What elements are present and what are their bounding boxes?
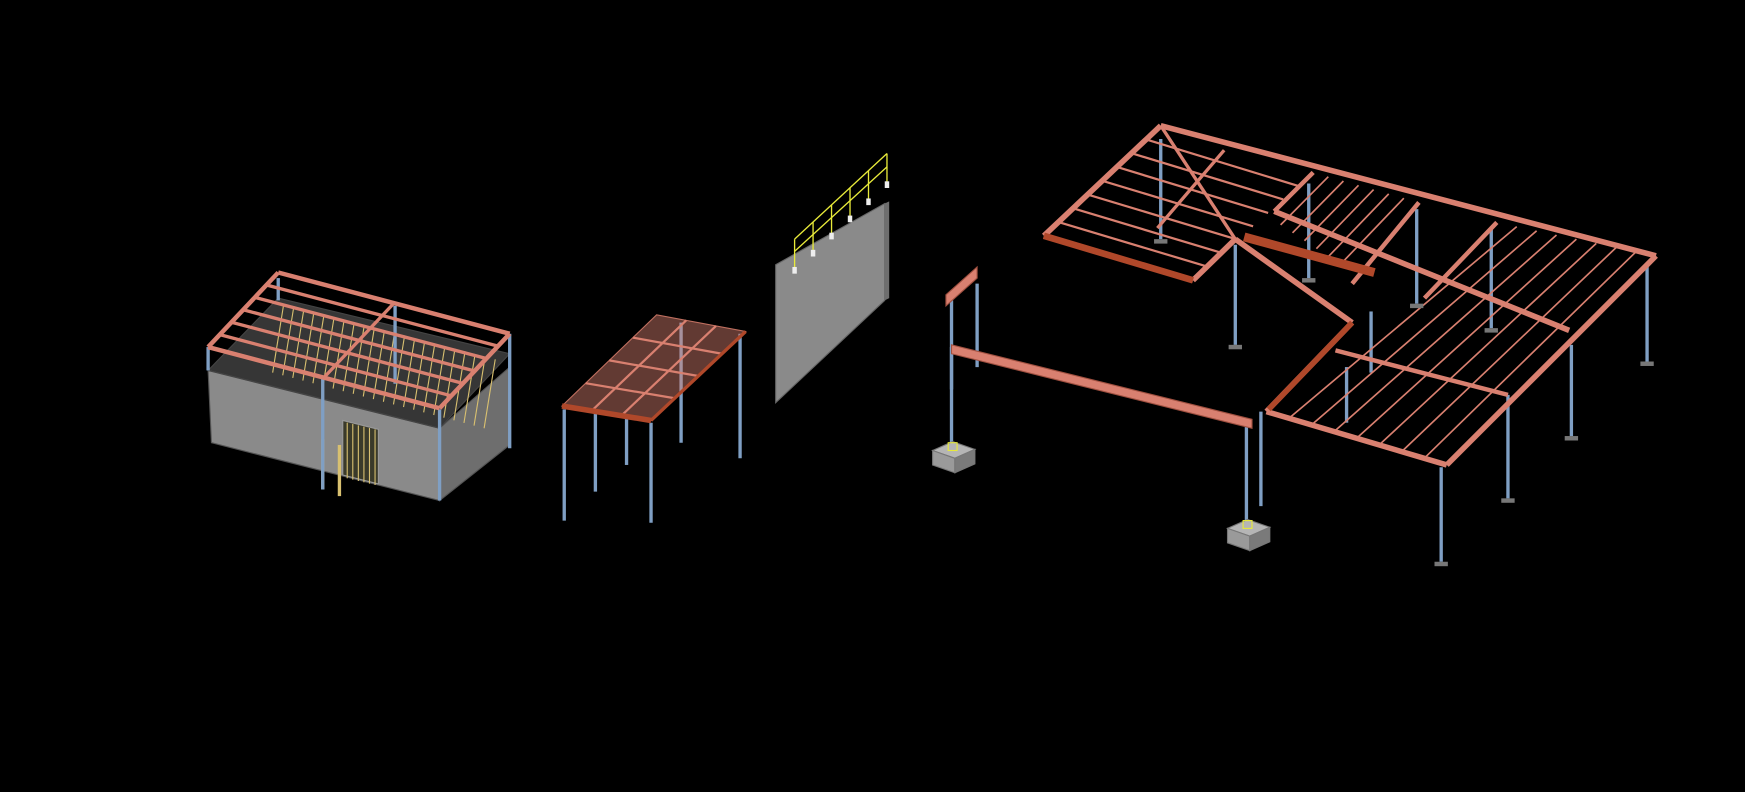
footing-side: [954, 448, 976, 474]
house-structure[interactable]: [206, 270, 512, 502]
deep-girder: [1243, 232, 1376, 277]
wall-stud: [423, 343, 436, 413]
column-base-plate: [1501, 498, 1515, 503]
wall-stud: [443, 348, 456, 418]
joist: [1327, 193, 1390, 258]
canopy-joist: [620, 325, 717, 417]
anchor-plate: [829, 232, 834, 240]
perimeter-beam: [1191, 237, 1238, 283]
wall-stud: [392, 335, 406, 405]
wall-stud: [332, 319, 345, 389]
wall-stud: [342, 322, 355, 392]
column-base-plate: [1302, 278, 1316, 283]
wall-stud: [463, 353, 476, 424]
canopy-purlin: [585, 382, 675, 400]
edge-girder: [1042, 232, 1194, 284]
joist: [1339, 197, 1405, 266]
joist: [1401, 246, 1617, 453]
column-base-plate: [1410, 303, 1424, 309]
railing-mid: [794, 166, 888, 252]
joist: [1145, 138, 1299, 187]
perimeter-beam: [1444, 253, 1658, 467]
wall-stud: [413, 340, 426, 410]
steel-frame-structure[interactable]: [931, 123, 1658, 567]
railing-top: [794, 153, 888, 240]
wall-panel-structure[interactable]: [775, 153, 890, 404]
joist: [1058, 220, 1209, 268]
joist: [1378, 242, 1597, 446]
girder: [1272, 170, 1315, 213]
roof-ridge: [322, 301, 396, 379]
canopy-edge-beam: [649, 330, 747, 422]
joist: [1072, 207, 1224, 255]
base-plate: [947, 442, 958, 452]
wall-stud: [292, 308, 305, 379]
wall-stud: [382, 332, 396, 402]
wall-edge: [884, 201, 890, 301]
anchor-plate: [792, 266, 797, 274]
wall-stud: [403, 338, 416, 408]
joist: [1116, 165, 1269, 214]
column-base-plate: [1640, 361, 1654, 366]
joist: [1280, 176, 1329, 226]
joist: [1315, 188, 1375, 250]
joist: [1101, 179, 1254, 228]
wall-stud: [272, 303, 285, 373]
column-base-plate: [1564, 436, 1579, 441]
joist: [1310, 230, 1538, 426]
anchor-plate: [884, 181, 890, 188]
girder: [1273, 208, 1571, 333]
wall-stud: [483, 359, 496, 429]
joist: [1131, 152, 1284, 201]
wall-stud: [362, 327, 375, 397]
girder: [1334, 348, 1509, 398]
canopy-purlin: [632, 336, 723, 355]
anchor-plate: [810, 249, 816, 257]
footing-side: [1249, 526, 1271, 552]
wall-stud: [473, 356, 486, 426]
anchor-plate: [847, 215, 853, 223]
column-base-plate: [1154, 239, 1168, 244]
column-base-plate: [1228, 344, 1242, 350]
wall-stud: [372, 330, 386, 400]
girder: [1380, 261, 1647, 287]
frame-top-beam: [945, 265, 978, 308]
canopy-purlin: [609, 359, 699, 378]
girder: [1422, 220, 1499, 300]
wall-stud: [282, 306, 295, 376]
perimeter-beam: [1160, 123, 1657, 259]
long-beam: [950, 344, 1253, 429]
joist: [1303, 184, 1360, 242]
joist: [1356, 238, 1577, 439]
joist: [1423, 251, 1637, 459]
perimeter-beam: [1233, 236, 1354, 325]
column-base-plate: [1434, 561, 1448, 567]
joist: [1087, 193, 1239, 241]
anchor-plate: [866, 198, 871, 206]
door: [342, 419, 379, 485]
base-plate: [1242, 520, 1253, 529]
column-base-plate: [1484, 328, 1498, 333]
deep-girder: [1266, 320, 1355, 412]
joist: [1291, 180, 1345, 234]
joist: [1333, 234, 1558, 433]
joist: [1288, 226, 1518, 419]
wall-stud: [312, 314, 325, 384]
wall-stud: [302, 311, 315, 381]
canopy-structure[interactable]: [560, 314, 747, 523]
canopy-edge-beam: [561, 403, 652, 424]
wall-stud: [433, 345, 446, 416]
canopy-joist: [590, 319, 688, 412]
